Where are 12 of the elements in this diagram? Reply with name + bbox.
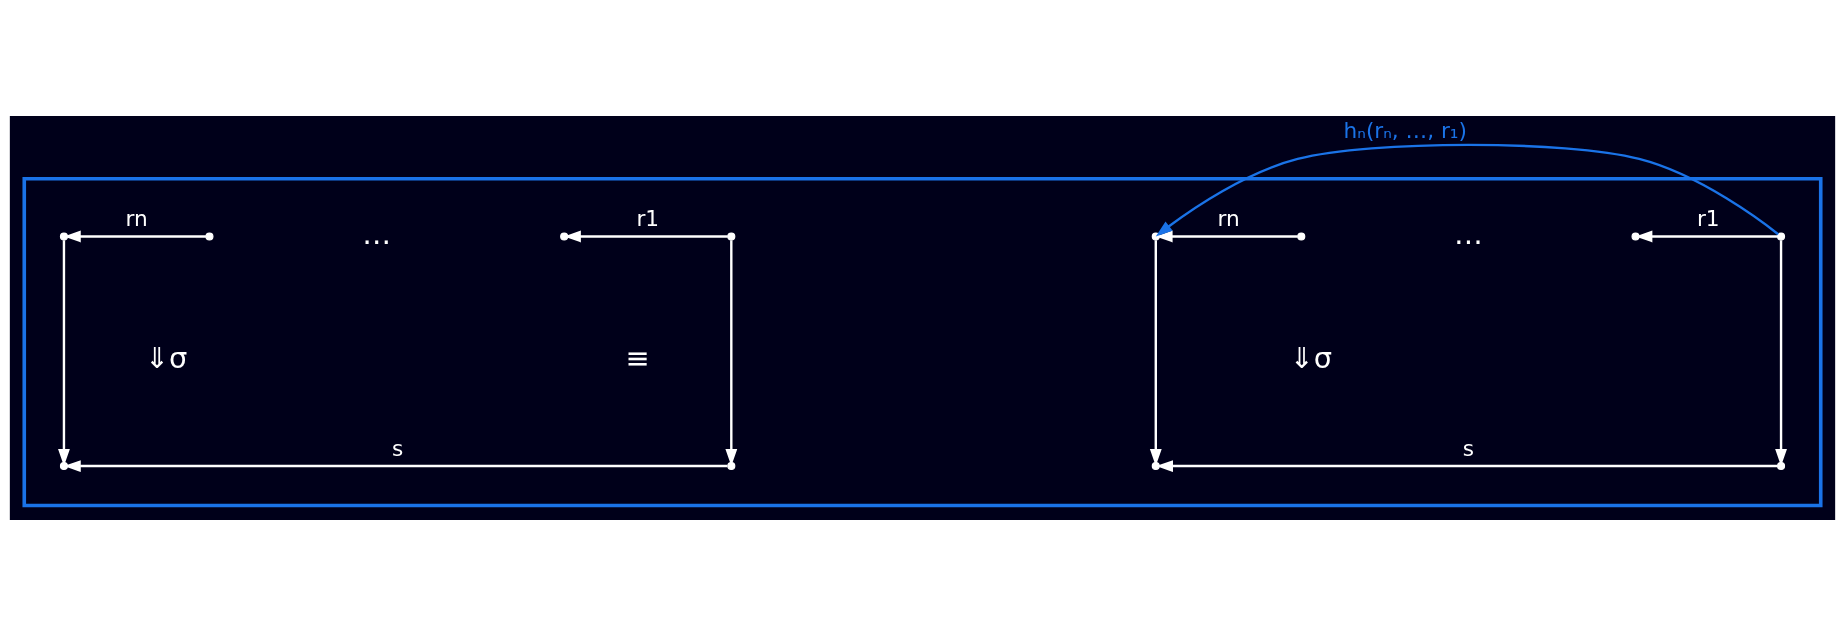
edge-label: r1 <box>1696 205 1720 231</box>
edge-label: rn <box>125 205 148 231</box>
label: ⇓σ <box>1289 340 1333 375</box>
label: ⇓σ <box>144 340 188 375</box>
label: ≡ <box>625 340 650 375</box>
edge-label: hₙ(rₙ, …, r₁) <box>1343 117 1467 143</box>
label: … <box>362 216 392 251</box>
edge-label: s <box>1462 435 1475 461</box>
edge-label: s <box>391 435 404 461</box>
label: … <box>1453 216 1483 251</box>
edge-label: r1 <box>636 205 660 231</box>
edge-label: rn <box>1217 205 1240 231</box>
